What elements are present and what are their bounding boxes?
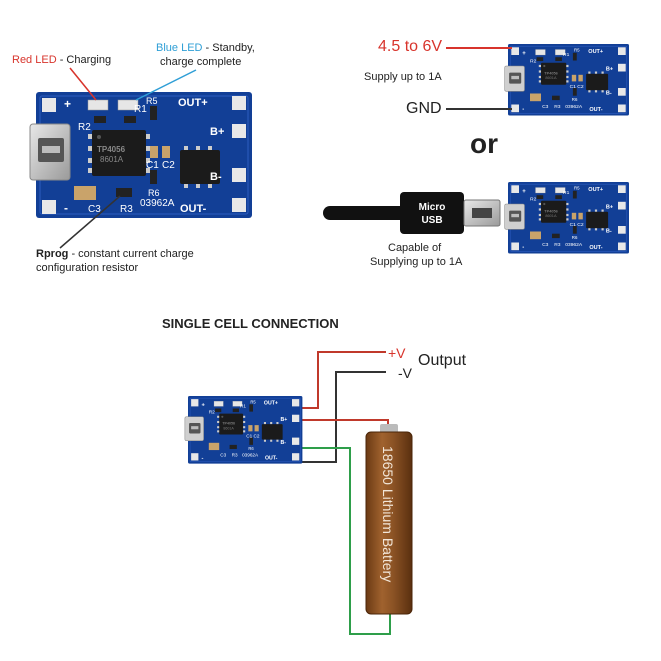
usb-plug-label-1: Micro (419, 202, 446, 213)
or-label: or (470, 128, 498, 159)
rprog-annotation: Rprog - constant current charge (36, 248, 194, 260)
blue-led-annotation: Blue LED - Standby, (156, 42, 255, 54)
r5-label: R5 (146, 96, 158, 106)
c1-label: C1 (146, 160, 159, 171)
r1-label: R1 (134, 104, 147, 115)
rprog-resistor (116, 188, 132, 197)
supply-label: Supply up to 1A (364, 71, 442, 83)
pin-plus-label: + (64, 97, 71, 111)
rprog-desc: - constant current charge (68, 248, 194, 260)
r2-label: R2 (78, 122, 91, 133)
tp4056-chip: TP4056 8601A (88, 130, 150, 176)
board-usb-supply (504, 181, 630, 254)
lithium-battery: 18650 Lithium Battery (365, 424, 413, 615)
b-plus-label: B+ (210, 126, 224, 138)
chip-code: 8601A (100, 155, 124, 164)
chip-label: TP4056 (97, 145, 126, 154)
r6-label: R6 (148, 188, 160, 198)
red-led (87, 99, 109, 111)
red-led-title: Red LED (12, 54, 57, 66)
blue-led-desc-line2: charge complete (160, 56, 242, 68)
plus-v-label: +V (388, 345, 406, 361)
micro-usb-cable: Micro USB (323, 192, 501, 234)
single-cell-heading: SINGLE CELL CONNECTION (162, 316, 339, 331)
main-board: TP4056 8601A + - R2 R1 R5 C1 C2 R6 C3 R3… (29, 92, 252, 218)
c2-label: C2 (162, 160, 175, 171)
protection-chip (180, 146, 220, 188)
b-minus-label: B- (210, 171, 222, 183)
red-led-desc: - Charging (56, 54, 112, 66)
wires-output (294, 351, 386, 463)
blue-led (117, 99, 139, 111)
blue-led-title: Blue LED (156, 42, 203, 54)
out-plus-label: OUT+ (178, 97, 208, 109)
c3-label: C3 (88, 204, 101, 215)
board-dc-supply (504, 43, 630, 116)
board-code-label: 03962A (140, 198, 175, 209)
red-led-annotation: Red LED - Charging (12, 54, 111, 66)
rprog-title: Rprog (36, 248, 69, 260)
battery-label: 18650 Lithium Battery (380, 446, 396, 582)
out-minus-label: OUT- (180, 203, 207, 215)
micro-usb-port (29, 123, 71, 181)
minus-v-label: -V (398, 365, 412, 381)
pin-minus-label: - (64, 201, 68, 215)
single-cell-board (184, 395, 303, 464)
r3-label: R3 (120, 204, 133, 215)
blue-led-desc: - Standby, (202, 42, 255, 54)
output-label: Output (418, 352, 467, 369)
rprog-desc-line2: configuration resistor (36, 262, 139, 274)
capable-label-2: Supplying up to 1A (370, 256, 463, 268)
voltage-label: 4.5 to 6V (378, 38, 443, 55)
capable-label-1: Capable of (388, 242, 442, 254)
gnd-label: GND (406, 100, 442, 117)
usb-plug-label-2: USB (421, 215, 442, 226)
